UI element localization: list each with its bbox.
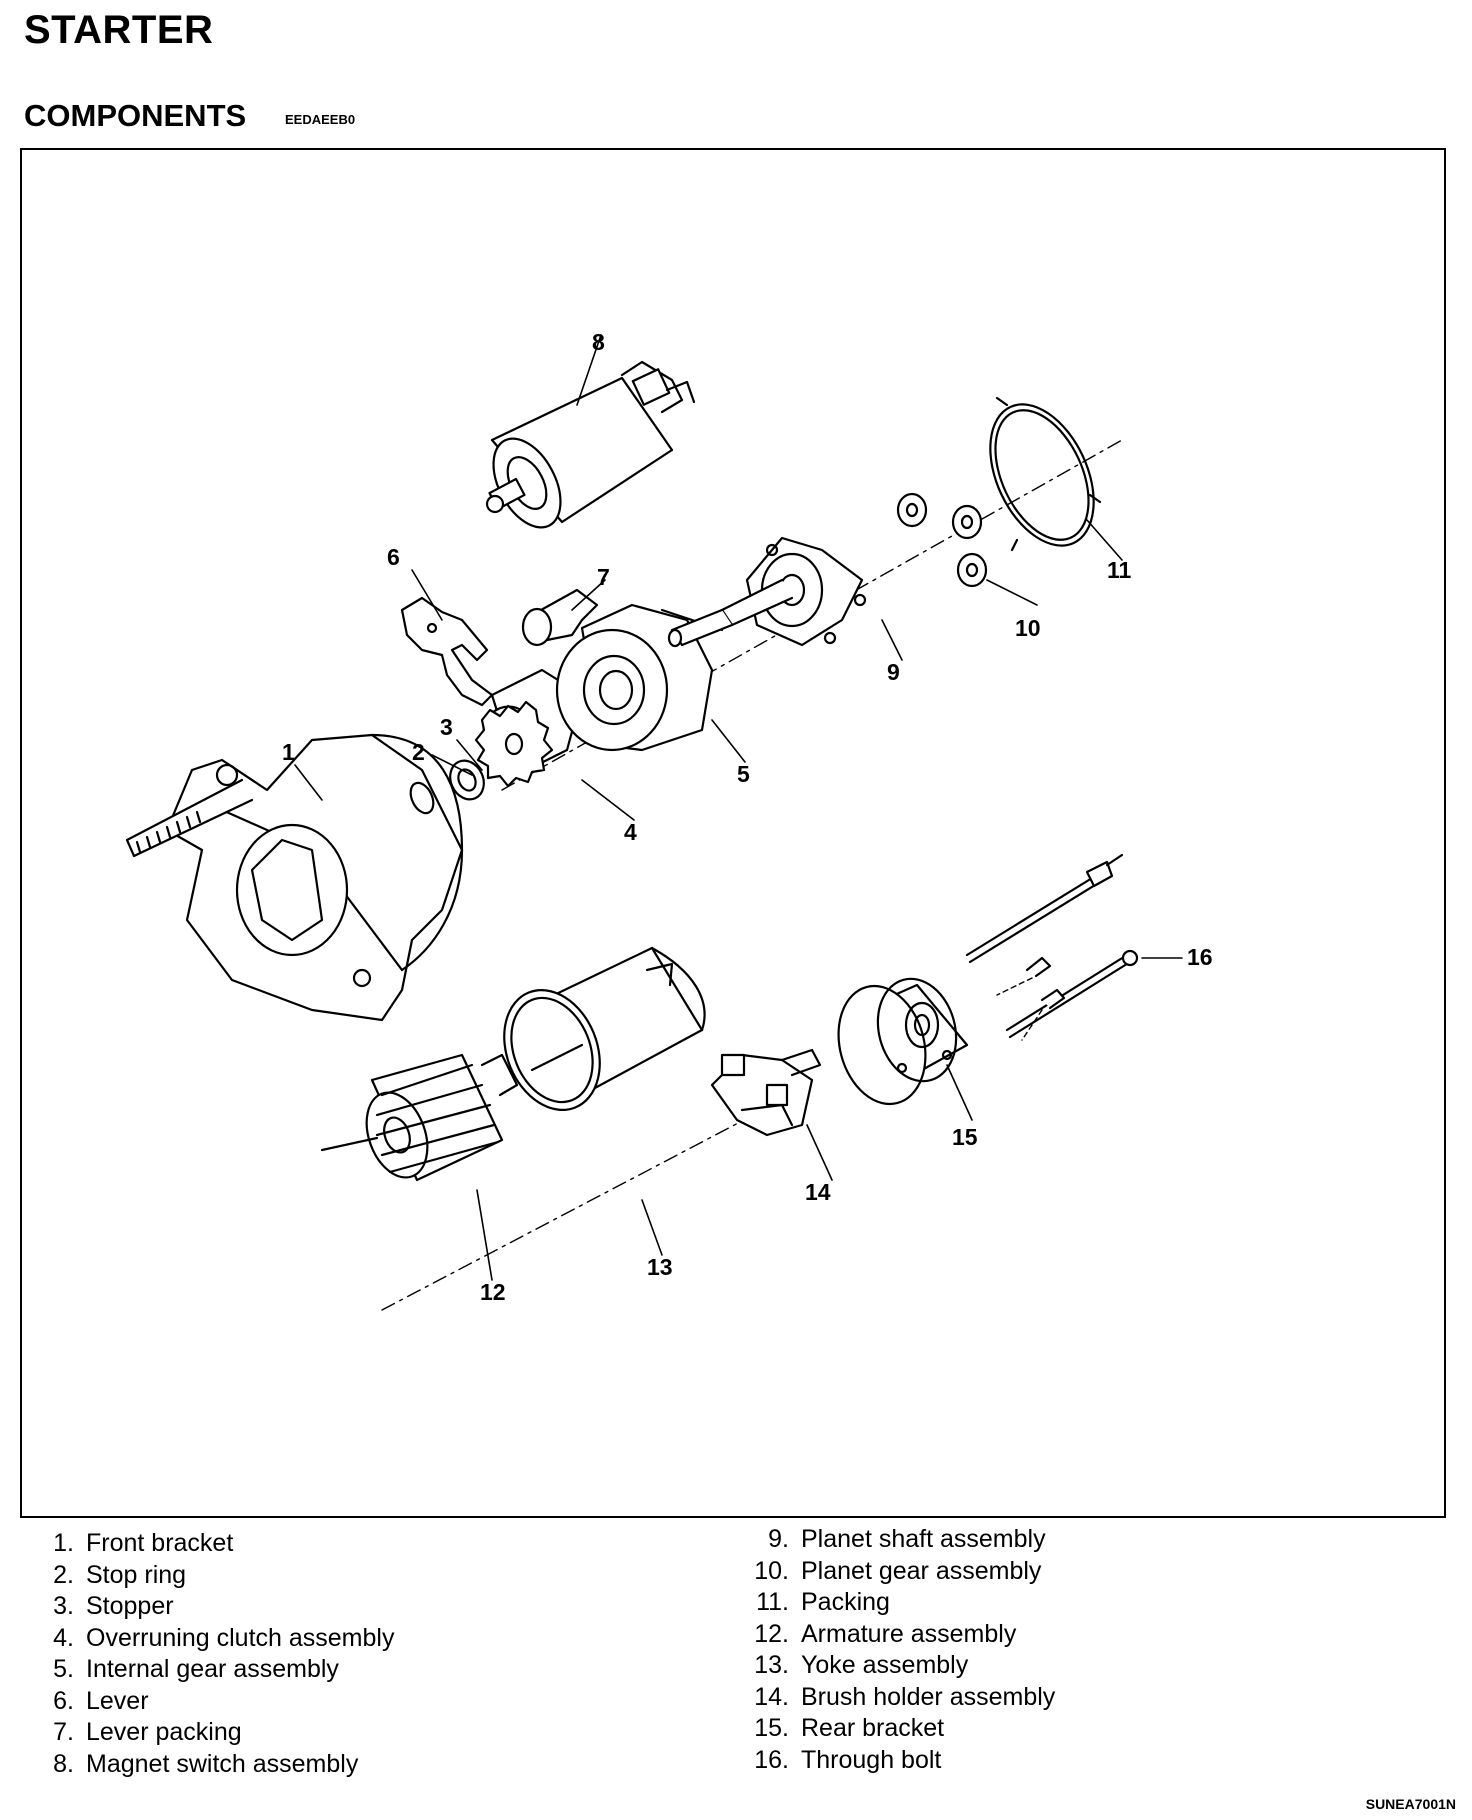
legend-item: 10.Planet gear assembly <box>754 1556 1042 1585</box>
callout-10: 10 <box>1015 615 1041 641</box>
page-title: STARTER <box>24 8 214 52</box>
legend-item: 12.Armature assembly <box>754 1619 1017 1648</box>
legend-item: 4.Overruning clutch assembly <box>53 1623 395 1652</box>
legend-item: 9.Planet shaft assembly <box>768 1525 1046 1553</box>
callout-4: 4 <box>624 819 637 845</box>
callout-3: 3 <box>440 714 453 740</box>
stop-ring <box>409 781 435 815</box>
callout-14: 14 <box>805 1179 831 1205</box>
callout-13: 13 <box>647 1254 673 1280</box>
rear-bracket <box>837 977 969 1106</box>
legend-left-column: 1.Front bracket 2.Stop ring 3.Stopper 4.… <box>30 1528 394 1780</box>
legend-item: 6.Lever <box>53 1686 149 1715</box>
callout-2: 2 <box>412 739 425 765</box>
through-bolt <box>965 853 1139 1041</box>
callout-11: 11 <box>1107 557 1132 583</box>
axis-line-lower <box>381 1099 783 1311</box>
legend-item: 1.Front bracket <box>53 1529 234 1557</box>
armature-assembly <box>320 1053 519 1182</box>
callout-15: 15 <box>952 1124 978 1150</box>
legend-item: 8.Magnet switch assembly <box>53 1749 359 1778</box>
planet-shaft-assembly <box>667 536 867 648</box>
legend-item: 15.Rear bracket <box>754 1714 945 1742</box>
brush-holder-assembly <box>710 1048 822 1137</box>
callout-5: 5 <box>737 761 750 787</box>
callout-16: 16 <box>1187 944 1213 970</box>
stopper <box>449 759 485 801</box>
legend-right-column: 9.Planet shaft assembly 10.Planet gear a… <box>745 1524 1055 1776</box>
callout-8: 8 <box>592 329 605 355</box>
yoke-assembly <box>503 946 706 1112</box>
callout-7: 7 <box>597 564 610 590</box>
callout-labels: 1 2 3 4 5 6 7 8 9 10 11 12 13 14 15 16 <box>282 329 1213 1305</box>
section-title: COMPONENTS <box>24 98 247 133</box>
legend-item: 7.Lever packing <box>53 1718 242 1746</box>
legend-item: 13.Yoke assembly <box>754 1651 969 1679</box>
legend-item: 16.Through bolt <box>754 1745 942 1774</box>
legend-item: 2.Stop ring <box>53 1560 187 1589</box>
figure-code: SUNEA7001N <box>1365 1796 1456 1812</box>
magnet-switch-assembly <box>485 360 696 529</box>
legend-item: 11.Packing <box>756 1588 890 1616</box>
packing <box>989 396 1102 552</box>
legend-item: 5.Internal gear assembly <box>53 1655 339 1683</box>
lever <box>400 596 494 707</box>
callout-6: 6 <box>387 544 400 570</box>
legend-item: 14.Brush holder assembly <box>754 1682 1056 1711</box>
exploded-view-figure: 1 2 3 4 5 6 7 8 9 10 11 12 13 14 15 16 <box>20 148 1446 1518</box>
leader-lines <box>294 334 1183 1281</box>
callout-9: 9 <box>887 659 900 685</box>
section-code: EEDAEEB0 <box>285 112 356 127</box>
callout-1: 1 <box>282 739 295 765</box>
legend-item: 3.Stopper <box>53 1592 174 1620</box>
planet-gear-assembly <box>896 492 988 588</box>
callout-12: 12 <box>480 1279 506 1305</box>
front-bracket <box>125 733 464 1022</box>
starter-exploded-diagram: 1 2 3 4 5 6 7 8 9 10 11 12 13 14 15 16 <box>125 329 1213 1311</box>
